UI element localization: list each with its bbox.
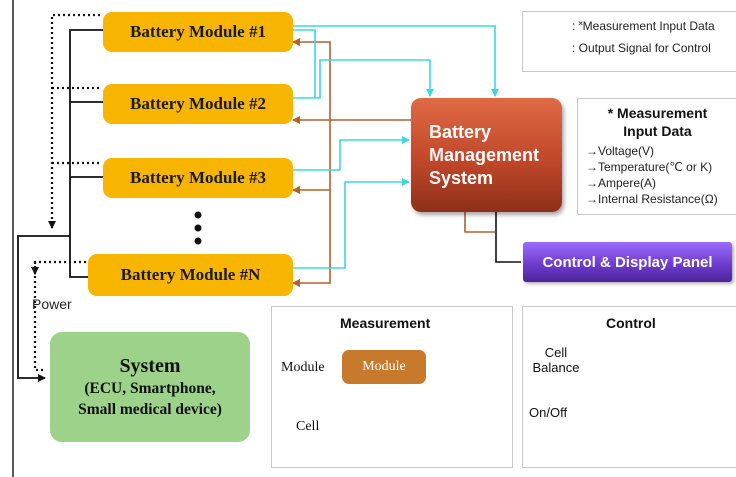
mid-item-ampere: →Ampere(A) [586,176,657,190]
mid-title-1: * Measurement [607,105,708,121]
bms-line1: attery [442,121,492,142]
module-box: Module [342,350,426,384]
cell-balance-line2: Balance [532,360,580,375]
bms-line3: ystem [441,167,494,188]
measurement-panel [271,306,513,468]
battery-module-1: Battery Module #1 [103,12,293,52]
legend-measurement: : ˟Measurement Input Data [572,19,715,33]
power-wiring [17,29,103,382]
bms-cap-m: M [429,144,444,165]
ellipsis-dots [194,211,202,245]
mid-item-voltage: →Voltage(V) [586,144,655,158]
system-title: System [119,355,181,377]
power-label: Power [32,296,72,312]
bms-cap-s: S [429,167,442,188]
mid-item-temperature: →Temperature(℃ or K) [586,160,713,174]
module-label: Module [281,360,325,375]
cell-label: Cell [296,419,320,434]
control-display-panel: Control & Display Panel [523,242,732,282]
output-signal-lines [292,38,495,287]
legend [522,11,736,72]
legend-output: : Output Signal for Control [572,41,711,55]
control-panel-box [522,306,736,468]
system-line2: (ECU, Smartphone, [84,380,216,397]
system-line3: Small medical device) [78,401,222,418]
bms-cap-b: B [429,121,442,142]
mid-item-resistance: →Internal Resistance(Ω) [586,192,718,206]
measurement-input-data-box: * Measurement Input Data →Voltage(V) →Te… [577,98,736,215]
control-panel-title: Control [606,315,656,331]
system-box: System (ECU, Smartphone, Small medical d… [50,332,250,442]
battery-module-2: Battery Module #2 [103,84,293,124]
bms-line2: anagement [444,144,540,165]
mid-title-2: Input Data [623,123,692,139]
measurement-input-lines [293,25,499,269]
onoff-label: On/Off [529,405,568,420]
dotted-wiring [31,13,100,372]
measurement-panel-title: Measurement [340,315,431,331]
cell-balance-label: Cell Balance [531,345,581,375]
bms-to-panel-line [495,212,521,263]
cell-balance-line1: Cell [544,345,568,360]
battery-management-system: Battery Management System [411,98,562,212]
battery-module-3: Battery Module #3 [103,158,293,198]
battery-module-n: Battery Module #N [88,254,293,296]
